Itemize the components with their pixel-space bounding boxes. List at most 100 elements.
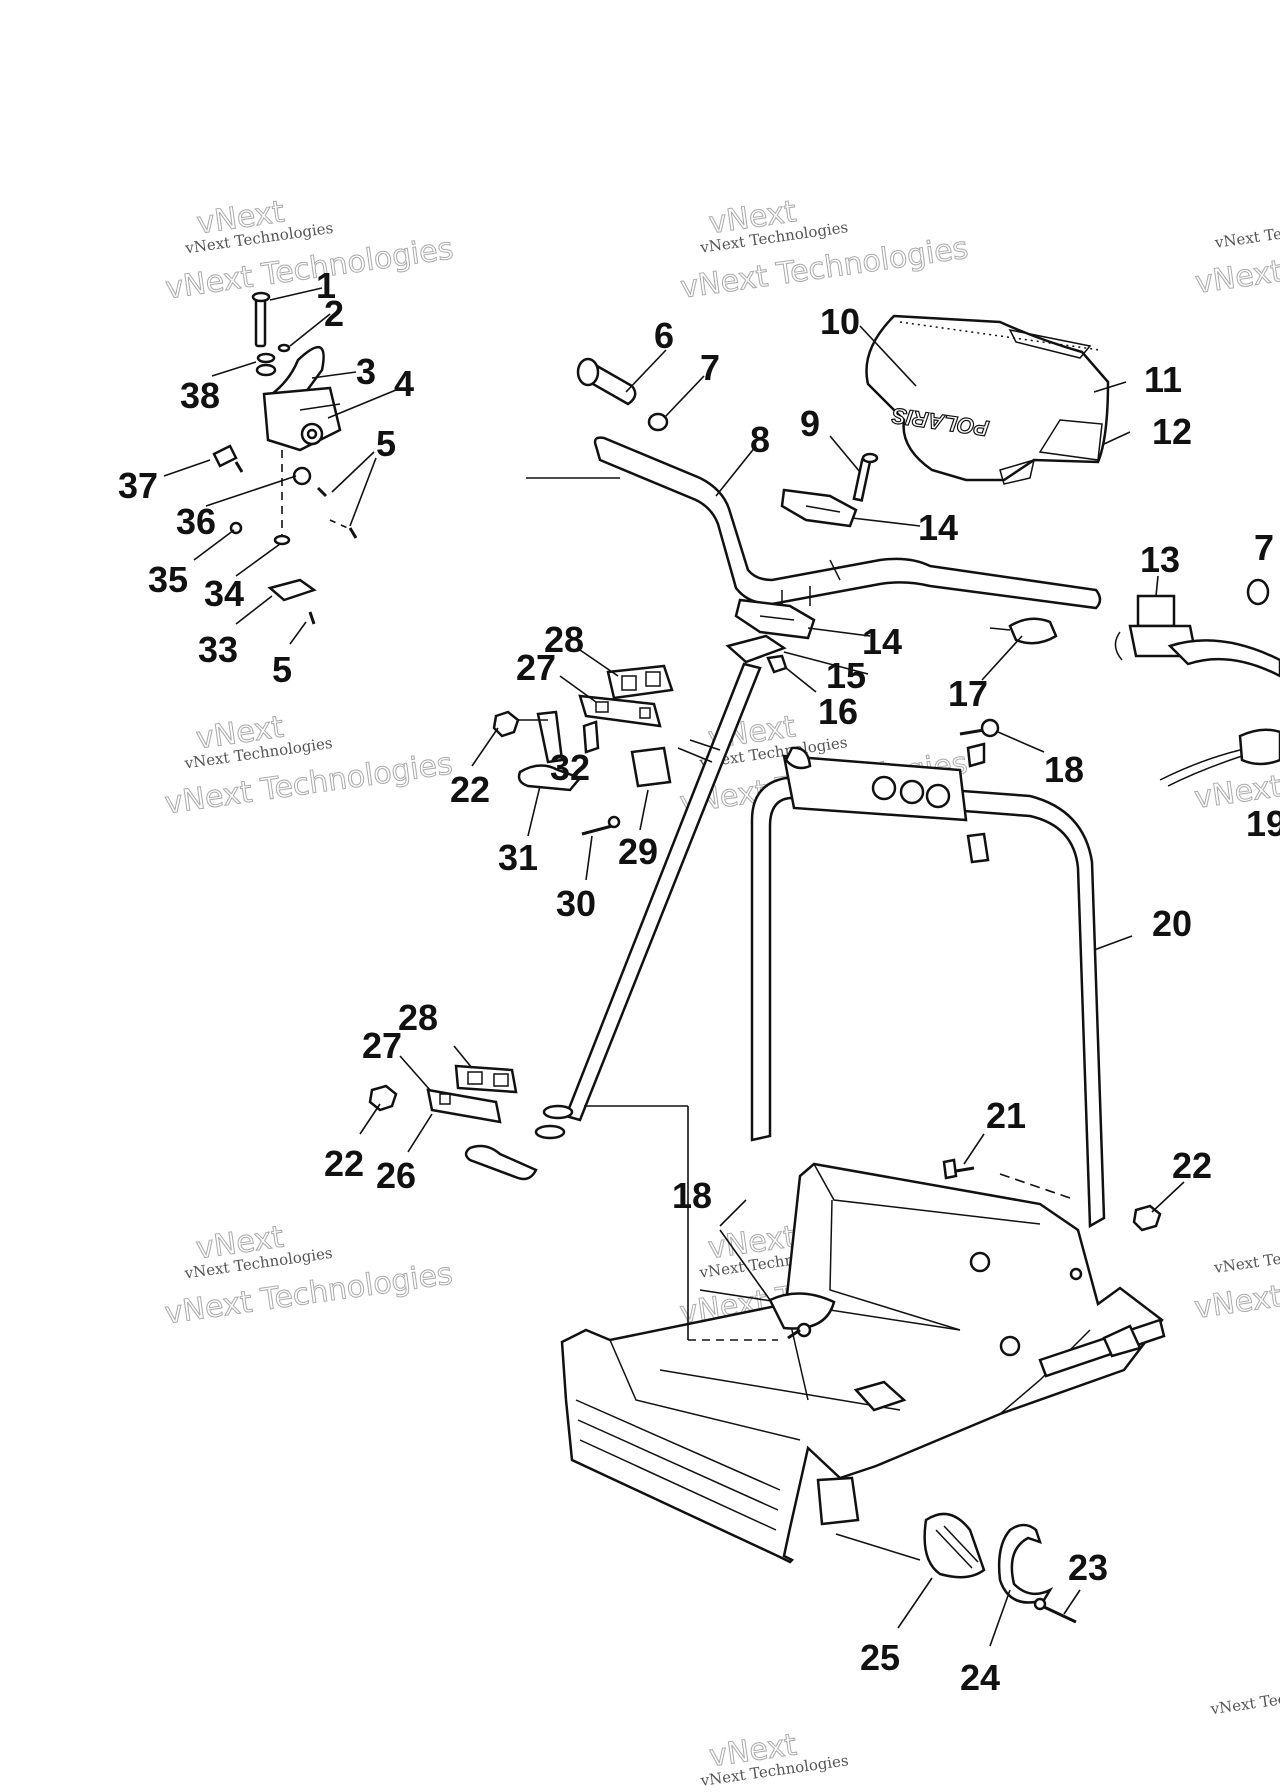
- callout-22-a: 22: [450, 769, 490, 810]
- callout-28-a: 28: [544, 619, 584, 660]
- callout-20: 20: [1152, 903, 1192, 944]
- callout-14-b: 14: [862, 621, 902, 662]
- callout-10: 10: [820, 301, 860, 342]
- part-22-nut-right: [1132, 1204, 1162, 1232]
- callout-38: 38: [180, 375, 220, 416]
- part-14-lower-clamp: [734, 598, 816, 640]
- callout-29: 29: [618, 831, 658, 872]
- callout-17: 17: [948, 673, 988, 714]
- callout-1: 1: [316, 265, 336, 306]
- part-4-housing: [262, 386, 342, 452]
- callout-35: 35: [148, 559, 188, 600]
- callout-22-c: 22: [1172, 1145, 1212, 1186]
- part-23-screw: [1033, 1597, 1077, 1624]
- callout-labels: 1 2 3 4 5 38 37 36 35 34 33 5 6 7 8 9 10…: [118, 265, 1280, 1698]
- watermark-top-left: vNext vNext Technologies vNext Technolog…: [163, 194, 456, 307]
- part-17-switch: [989, 617, 1058, 645]
- part-36-pivot: [292, 466, 312, 486]
- part-6-grip: [576, 357, 637, 406]
- callout-22-b: 22: [324, 1143, 364, 1184]
- part-37-switch: [212, 444, 244, 473]
- callout-30: 30: [556, 883, 596, 924]
- svg-text:vNext Technologies: vNext Technologies: [1213, 213, 1280, 252]
- steering-post: [464, 662, 762, 1181]
- callout-7-a: 7: [700, 347, 720, 388]
- callout-33: 33: [198, 629, 238, 670]
- frame-chassis: [560, 1162, 1166, 1564]
- part-10-panel: POLARIS: [865, 314, 1110, 485]
- part-16-nut: [766, 654, 788, 674]
- part-13-master-cylinder: [1114, 594, 1280, 678]
- watermark-top-center: vNext vNext Technologies vNext Technolog…: [678, 194, 971, 306]
- part-22-nut-upper: [492, 710, 520, 738]
- callout-21: 21: [986, 1095, 1026, 1136]
- callout-12: 12: [1152, 411, 1192, 452]
- callout-18-b: 18: [672, 1175, 712, 1216]
- part-28-bracket-upper: [606, 664, 674, 700]
- callout-13: 13: [1140, 539, 1180, 580]
- callout-27-a: 27: [516, 647, 556, 688]
- part-26-bracket-lower: [426, 1088, 502, 1124]
- part-20-support-hoop: [750, 742, 1106, 1229]
- callout-7-b: 7: [1254, 527, 1274, 568]
- part-24-clamp: [997, 1523, 1054, 1604]
- part-7-plug-left: [647, 412, 669, 432]
- callout-24: 24: [960, 1657, 1000, 1698]
- part-15-post-plate: [725, 634, 787, 664]
- part-19-harness: [1159, 728, 1280, 787]
- callout-27-b: 27: [362, 1025, 402, 1066]
- part-38-washer: [255, 352, 277, 377]
- part-28-bracket-lower: [454, 1064, 518, 1094]
- part-5-screws: [308, 486, 358, 625]
- part-31-steering-arm: [517, 764, 583, 792]
- callout-28-b: 28: [398, 997, 438, 1038]
- callout-16: 16: [818, 691, 858, 732]
- part-2-pin: [277, 343, 291, 353]
- part-9-bolt: [852, 452, 879, 502]
- callout-9: 9: [800, 403, 820, 444]
- watermark-mid-left: vNext vNext Technologies vNext Technolog…: [162, 709, 455, 822]
- watermark-low-left: vNext vNext Technologies vNext Technolog…: [162, 1219, 455, 1332]
- part-7-plug-right: [1246, 578, 1270, 606]
- part-18-bolt-frame: [719, 1229, 771, 1301]
- callout-23: 23: [1068, 1547, 1108, 1588]
- callout-26: 26: [376, 1155, 416, 1196]
- part-21-bolt: [942, 1158, 975, 1180]
- callout-15: 15: [826, 655, 866, 696]
- part-1-bolt: [251, 291, 271, 348]
- callout-2: 2: [324, 293, 344, 334]
- leader-lines: [163, 287, 1185, 1647]
- watermark-low-right: vNext Technologies vNext Technologies: [1192, 1238, 1280, 1326]
- part-33-cover: [267, 578, 317, 602]
- callout-5-a: 5: [376, 423, 396, 464]
- part-32-bracket: [536, 710, 600, 764]
- callout-4: 4: [394, 363, 414, 404]
- callout-37: 37: [118, 465, 158, 506]
- callout-32: 32: [550, 747, 590, 788]
- callout-14-a: 14: [918, 507, 958, 548]
- part-25-boot: [923, 1512, 986, 1579]
- callout-31: 31: [498, 837, 538, 878]
- callout-34: 34: [204, 573, 244, 614]
- callout-3: 3: [356, 351, 376, 392]
- svg-text:vNext Technologies: vNext Technologies: [1209, 1680, 1280, 1719]
- callout-8: 8: [750, 419, 770, 460]
- callout-25: 25: [860, 1637, 900, 1678]
- callout-36: 36: [176, 501, 216, 542]
- part-18-bolt-top: [959, 718, 1000, 738]
- watermark-top-right: vNext Technologies vNext Technologies: [1193, 213, 1280, 301]
- callout-11: 11: [1144, 359, 1182, 400]
- part-29-plate: [630, 746, 672, 788]
- part-22-nut-lower: [368, 1084, 398, 1112]
- watermark-bottom: vNext vNext Technologies vNext vNext Tec…: [699, 1680, 1280, 1790]
- callout-6: 6: [654, 315, 674, 356]
- part-14-upper-clamp: [780, 488, 858, 528]
- part-27-bracket-upper: [578, 694, 662, 728]
- part-34-washer: [273, 534, 291, 546]
- part-8-handlebar: [593, 436, 1102, 610]
- svg-text:vNext Technologies: vNext Technologies: [1212, 1238, 1280, 1277]
- callout-18-a: 18: [1044, 749, 1084, 790]
- callout-5-b: 5: [272, 649, 292, 690]
- callout-19: 19: [1246, 803, 1280, 844]
